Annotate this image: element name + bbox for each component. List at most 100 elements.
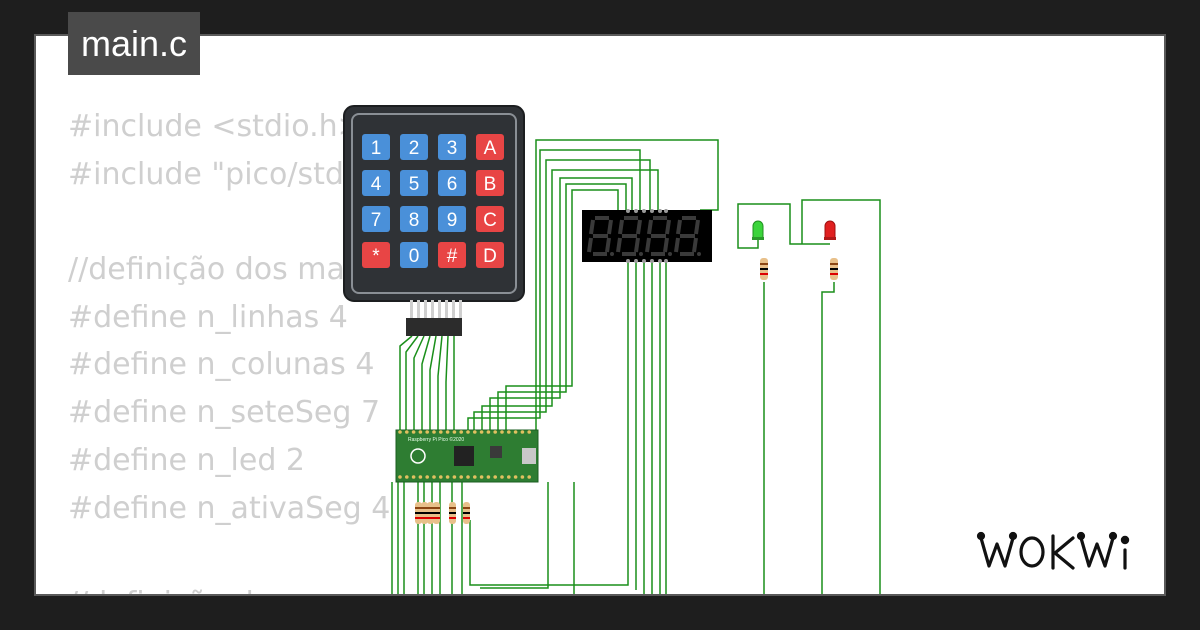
keypad-key-label: 5: [409, 174, 420, 195]
keypad-key-label: 7: [371, 210, 382, 231]
pico-pin: [425, 430, 430, 434]
resistor: [433, 502, 440, 524]
pico-pin: [411, 475, 416, 479]
pico-pin: [411, 430, 416, 434]
segment: [694, 219, 700, 235]
keypad-key: 4: [362, 170, 390, 196]
pico-pin: [486, 430, 491, 434]
pico-pin: [466, 430, 470, 434]
pico-pin: [405, 430, 409, 434]
pico-pin: [445, 430, 450, 434]
pico-silkscreen: Raspberry Pi Pico ©2020: [408, 436, 464, 443]
code-editor: #include <stdio.h>#include "pico/stdlib.…: [68, 103, 422, 594]
pico-pin: [527, 430, 531, 434]
keypad-key: C: [476, 206, 504, 232]
segment: [607, 219, 613, 235]
resistor: [449, 502, 456, 524]
pico-pin: [418, 430, 423, 434]
code-line: #define n_linhas 4: [68, 299, 348, 335]
pico-pin: [520, 475, 525, 479]
pico-pin: [459, 430, 464, 434]
resistor: [421, 502, 428, 524]
led-green: [752, 220, 764, 240]
segment: [674, 237, 680, 253]
pico-pin: [493, 430, 498, 434]
led-resistor-red: [830, 258, 838, 280]
pico-pin: [473, 475, 477, 479]
segment: [692, 237, 698, 253]
pico-pin: [513, 430, 518, 434]
pico-pin: [452, 430, 457, 434]
keypad-key: *: [362, 242, 390, 268]
pico-pin: [445, 475, 450, 479]
pico-pin: [439, 430, 443, 434]
segment: [663, 237, 669, 253]
pico-pin: [418, 475, 423, 479]
keypad-key: 5: [400, 170, 428, 196]
wires: [391, 139, 881, 594]
segment: [676, 219, 682, 235]
raspberry-pi-pico: Raspberry Pi Pico ©2020: [395, 429, 539, 483]
pico-pin: [459, 475, 464, 479]
pico-pin: [513, 475, 518, 479]
keypad-key: B: [476, 170, 504, 196]
code-line: #define n_ativaSeg 4: [68, 490, 391, 526]
decimal-point: [639, 252, 643, 256]
segment: [636, 219, 642, 235]
code-line: //definição dos: [68, 580, 422, 594]
keypad-key: 3: [438, 134, 466, 160]
keypad-key: 6: [438, 170, 466, 196]
pico-pin: [479, 475, 484, 479]
pico-pin: [405, 475, 409, 479]
segment: [618, 219, 624, 235]
code-line: #include <stdio.h>: [68, 109, 363, 144]
keypad-key-label: D: [483, 246, 497, 267]
led-resistor-green: [760, 258, 768, 280]
code-line: #define n_led 2: [68, 442, 306, 478]
keypad-key: #: [438, 242, 466, 268]
keypad-key-label: #: [447, 246, 458, 267]
pico-pin: [466, 475, 470, 479]
pico-pin: [507, 430, 511, 434]
keypad-key: 8: [400, 206, 428, 232]
keypad-key: 9: [438, 206, 466, 232]
keypad-key-label: *: [372, 246, 380, 267]
pico-pin: [507, 475, 511, 479]
pico-pin: [500, 430, 504, 434]
pico-pin: [486, 475, 491, 479]
pico-pin: [439, 475, 443, 479]
keypad-key: 1: [362, 134, 390, 160]
file-tab[interactable]: main.c: [68, 12, 201, 75]
segment: [589, 219, 595, 235]
keypad-key: 2: [400, 134, 428, 160]
decimal-point: [610, 252, 614, 256]
keypad-key-label: 6: [447, 174, 458, 195]
resistor: [415, 502, 422, 524]
led-red: [824, 220, 836, 240]
keypad-key-label: 8: [409, 210, 420, 231]
pico-pin: [452, 475, 457, 479]
resistor: [427, 502, 434, 524]
keypad-key-label: A: [484, 138, 497, 159]
segment: [647, 219, 653, 235]
segment: [634, 237, 640, 253]
code-line: //definição dos ma: [68, 252, 345, 288]
seven-segment-display: [582, 209, 712, 263]
keypad-key-label: 9: [447, 210, 458, 231]
pico-pin: [398, 430, 402, 434]
decimal-point: [668, 252, 672, 256]
keypad-key: 7: [362, 206, 390, 232]
segment: [616, 237, 622, 253]
pico-pin: [432, 430, 436, 434]
keypad-key-label: 3: [447, 138, 458, 159]
keypad-key-label: 2: [409, 138, 420, 159]
segment: [665, 219, 671, 235]
keypad-key-label: 1: [371, 138, 382, 159]
pico-pin: [425, 475, 430, 479]
decimal-point: [697, 252, 701, 256]
pico-pin: [500, 475, 504, 479]
segment: [605, 237, 611, 253]
pico-pin: [527, 475, 531, 479]
